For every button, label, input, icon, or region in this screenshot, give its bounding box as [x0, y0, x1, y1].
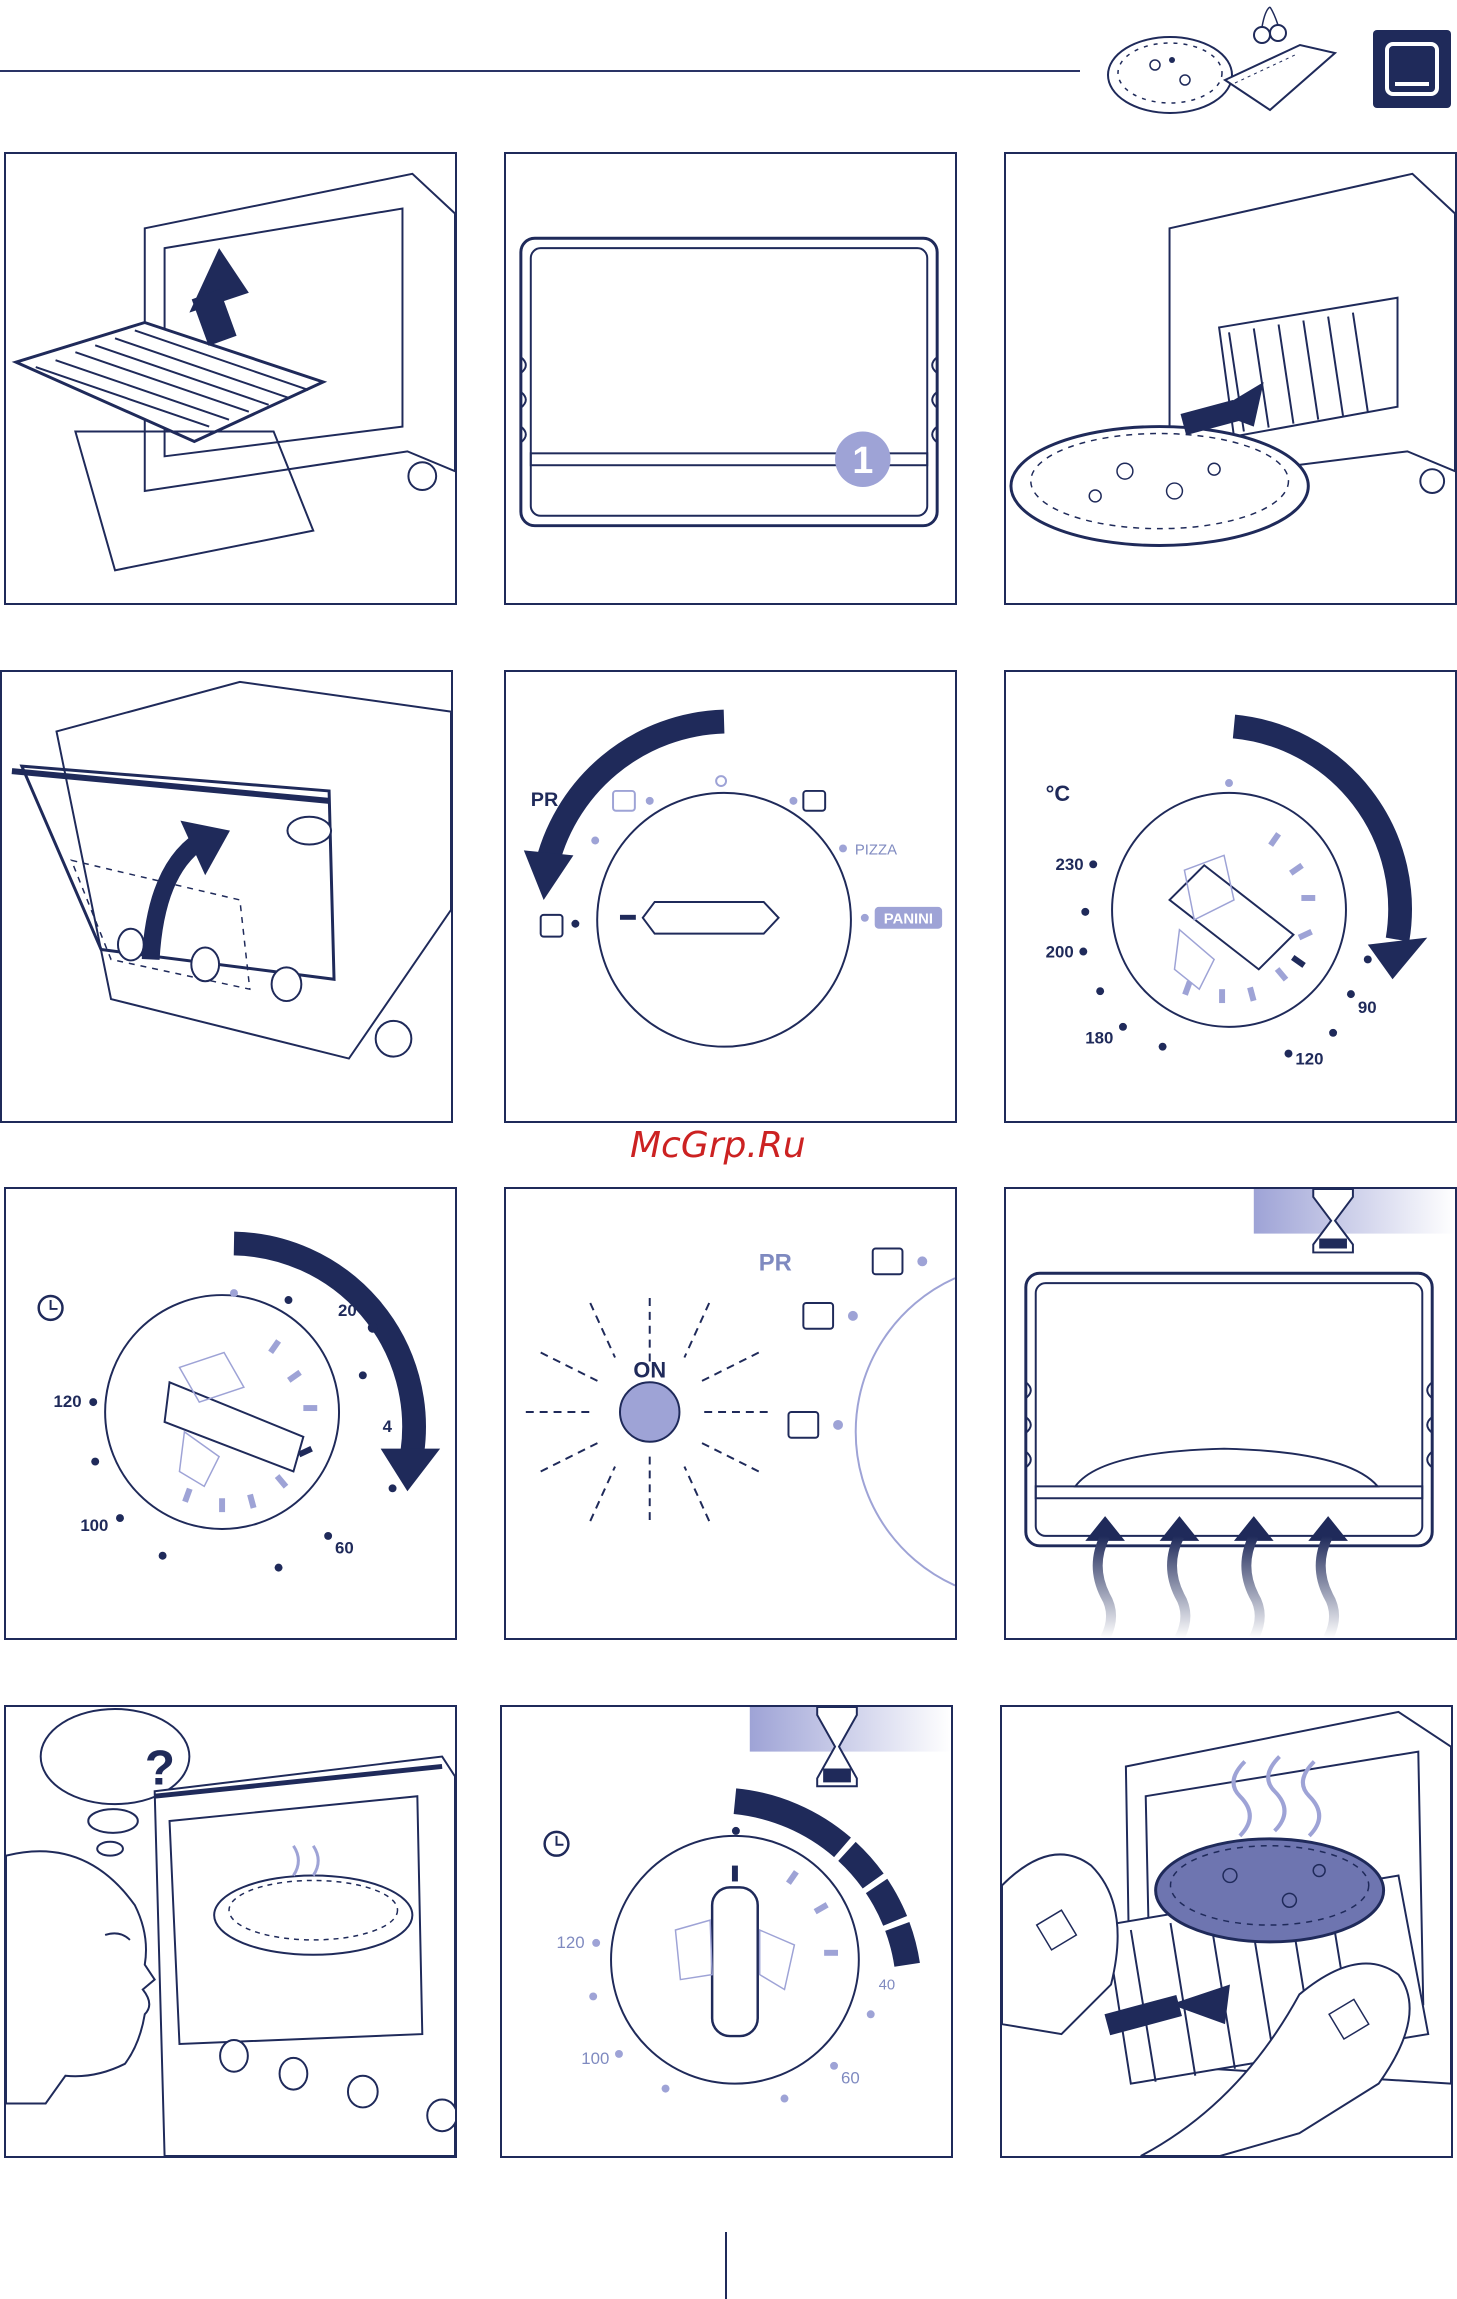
panel-on-indicator: ON PR: [504, 1187, 957, 1640]
panel-mode-selector: PR PIZZA PANINI: [504, 670, 957, 1123]
timer-40: 40: [879, 1977, 896, 1993]
panel-timer-dial: 20 4 120 100 60: [4, 1187, 457, 1640]
oven-icon: [1373, 30, 1451, 108]
question-mark: ?: [145, 1739, 175, 1795]
panel-check-doneness: ?: [4, 1705, 457, 2158]
temp-180: 180: [1085, 1029, 1113, 1048]
timer-100: 100: [80, 1516, 108, 1535]
timer-120: 120: [54, 1392, 82, 1411]
timer-100: 100: [581, 2049, 609, 2068]
timer-4: 4: [383, 1417, 393, 1436]
temp-unit: °C: [1046, 781, 1071, 806]
temp-120: 120: [1295, 1050, 1323, 1069]
mode-label-pr: PR: [531, 789, 559, 811]
header-rule: [0, 70, 1080, 72]
panel-shelf-position: 1: [504, 152, 957, 605]
temp-200: 200: [1046, 942, 1074, 961]
panel-insert-pizza: [1004, 152, 1457, 605]
page-divider: [725, 2232, 727, 2299]
timer-120: 120: [557, 1933, 585, 1952]
oven-rack-illustration: [6, 154, 455, 603]
panel-baking-progress: [1004, 1187, 1457, 1640]
temp-90: 90: [1358, 998, 1377, 1017]
mode-label-pizza: PIZZA: [855, 842, 897, 858]
watermark-text: McGrp.Ru: [630, 1125, 806, 1166]
timer-20: 20: [338, 1301, 357, 1320]
panel-insert-rack: [4, 152, 457, 605]
pizza-header-icon: [1060, 5, 1360, 125]
on-label: ON: [633, 1357, 666, 1382]
panel-extend-time: 120 100 60 40: [500, 1705, 953, 2158]
on-indicator-light: [620, 1382, 679, 1441]
mode-label-panini: PANINI: [884, 912, 933, 928]
shelf-number: 1: [852, 439, 873, 481]
mode-label-pr: PR: [759, 1249, 792, 1276]
timer-60: 60: [335, 1539, 354, 1558]
timer-60: 60: [841, 2069, 860, 2088]
panel-close-door: [0, 670, 453, 1123]
temp-230: 230: [1056, 855, 1084, 874]
panel-remove-pizza: [1000, 1705, 1453, 2158]
panel-temperature-dial: °C 230 200 180 120 90: [1004, 670, 1457, 1123]
